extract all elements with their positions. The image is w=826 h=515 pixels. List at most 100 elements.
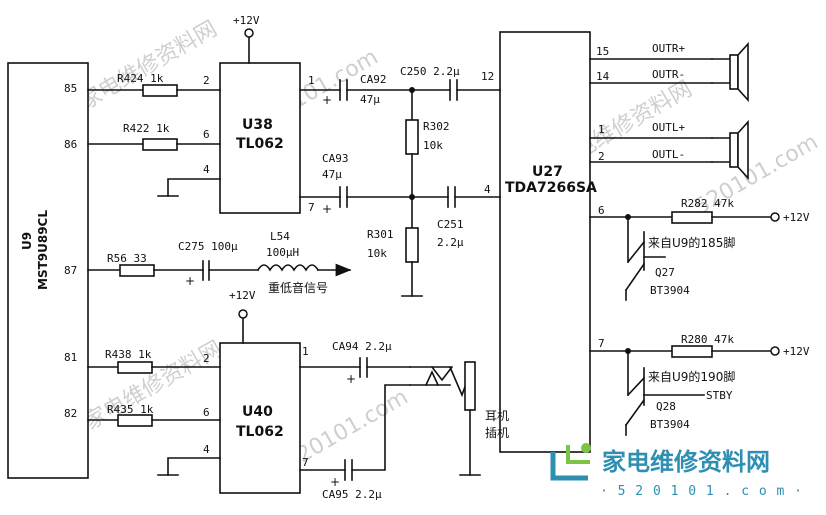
polarity-plus: + [330, 475, 340, 489]
vcc-label: +12V [783, 345, 810, 358]
speaker-left-icon [711, 119, 749, 181]
component-label: BT3904 [650, 418, 690, 431]
logo-mark-icon [550, 443, 591, 481]
chip-u38-ref: U38 [242, 117, 273, 133]
component-label: 100μH [266, 246, 299, 259]
component-label: R302 [423, 120, 450, 133]
svg-text:· 5 2 0 1 0 1 . c o m ·: · 5 2 0 1 0 1 . c o m · [600, 484, 803, 499]
pin-label: 12 [481, 70, 494, 83]
component-label: BT3904 [650, 284, 690, 297]
component-label: R424 1k [117, 72, 164, 85]
vcc-label: +12V [783, 211, 810, 224]
annotation-headphone: 插机 [485, 426, 509, 440]
component-label: R56 33 [107, 252, 147, 265]
resistor-r282 [671, 211, 713, 224]
component-label: R301 [367, 228, 394, 241]
inductor-l54 [256, 264, 320, 272]
chip-u27 [499, 31, 591, 453]
pin-label: 82 [64, 407, 77, 420]
pin-label: 1 [302, 345, 309, 358]
output-label: OUTR+ [652, 42, 685, 55]
transistor-q27-icon [624, 216, 666, 301]
svg-text:家电维修资料网: 家电维修资料网 [76, 17, 222, 116]
vcc-terminal-icon [244, 28, 254, 38]
component-label: C250 2.2μ [400, 65, 460, 78]
speaker-right-icon [711, 41, 749, 103]
chip-u40 [219, 342, 301, 494]
pin-label: 14 [596, 70, 610, 83]
annotation-from-u9-190: 来自U9的190脚 [648, 369, 735, 384]
pin-label: 1 [308, 74, 315, 87]
component-label: CA93 [322, 152, 349, 165]
resistor-r422 [142, 138, 178, 151]
component-label: Q27 [655, 266, 675, 279]
component-label: R422 1k [123, 122, 170, 135]
annotation-stby: STBY [706, 389, 733, 402]
component-label: R280 47k [681, 333, 734, 346]
resistor-r56 [119, 264, 155, 277]
polarity-plus: + [322, 93, 332, 107]
component-label: 10k [423, 139, 443, 152]
output-label: OUTR- [652, 68, 685, 81]
vcc-terminal-icon [238, 309, 248, 319]
chip-u40-part: TL062 [236, 424, 284, 440]
pin-label: 85 [64, 82, 77, 95]
vcc-label: +12V [233, 14, 260, 27]
annotation-from-u9-185: 来自U9的185脚 [648, 235, 735, 250]
headphone-jack-icon [409, 361, 481, 476]
component-label: L54 [270, 230, 290, 243]
pin-label: 1 [598, 123, 605, 136]
annotation-subwoofer: 重低音信号 [268, 280, 328, 295]
pin-label: 6 [203, 128, 210, 141]
component-label: R438 1k [105, 348, 152, 361]
component-label: C251 [437, 218, 464, 231]
pin-label: 4 [203, 443, 210, 456]
vcc-terminal-icon [770, 212, 780, 222]
component-label: C275 100μ [178, 240, 238, 253]
svg-text:家电维修资料网: 家电维修资料网 [602, 448, 770, 476]
pin-label: 6 [203, 406, 210, 419]
pin-label: 15 [596, 45, 609, 58]
pin-label: 86 [64, 138, 77, 151]
component-label: R282 47k [681, 197, 734, 210]
polarity-plus: + [346, 372, 356, 386]
chip-u9-ref: U9 [20, 232, 34, 250]
component-label: 2.2μ [437, 236, 464, 249]
chip-u9 [7, 62, 89, 479]
watermark-logo: 家电维修资料网 · 5 2 0 1 0 1 . c o m · [550, 443, 803, 499]
pin-label: 2 [203, 74, 210, 87]
resistor-r424 [142, 84, 178, 97]
chip-u40-ref: U40 [242, 404, 273, 420]
pin-label: 81 [64, 351, 77, 364]
resistor-r301 [405, 227, 419, 263]
pin-label: 2 [598, 150, 605, 163]
chip-u38 [219, 62, 301, 214]
pin-label: 6 [598, 204, 605, 217]
pin-label: 7 [308, 201, 315, 214]
pin-label: 7 [302, 456, 309, 469]
annotation-headphone: 耳机 [485, 409, 509, 423]
component-label: R435 1k [107, 403, 154, 416]
component-label: 10k [367, 247, 387, 260]
transistor-q28-icon [624, 350, 705, 436]
component-label: CA92 [360, 73, 387, 86]
chip-u27-part: TDA7266SA [505, 180, 597, 196]
pin-label: 4 [203, 163, 210, 176]
chip-u9-part: MST9U89CL [36, 210, 50, 290]
resistor-r438 [117, 361, 153, 374]
pin-label: 4 [484, 183, 491, 196]
pin-label: 2 [203, 352, 210, 365]
chip-u38-part: TL062 [236, 136, 284, 152]
component-label: 47μ [360, 93, 380, 106]
component-label: CA95 2.2μ [322, 488, 382, 501]
resistor-r435 [117, 414, 153, 427]
component-label: CA94 2.2μ [332, 340, 392, 353]
vcc-label: +12V [229, 289, 256, 302]
pin-label: 87 [64, 264, 77, 277]
output-label: OUTL- [652, 148, 685, 161]
resistor-r302 [405, 119, 419, 155]
resistor-r280 [671, 345, 713, 358]
component-label: 47μ [322, 168, 342, 181]
polarity-plus: + [185, 274, 195, 288]
